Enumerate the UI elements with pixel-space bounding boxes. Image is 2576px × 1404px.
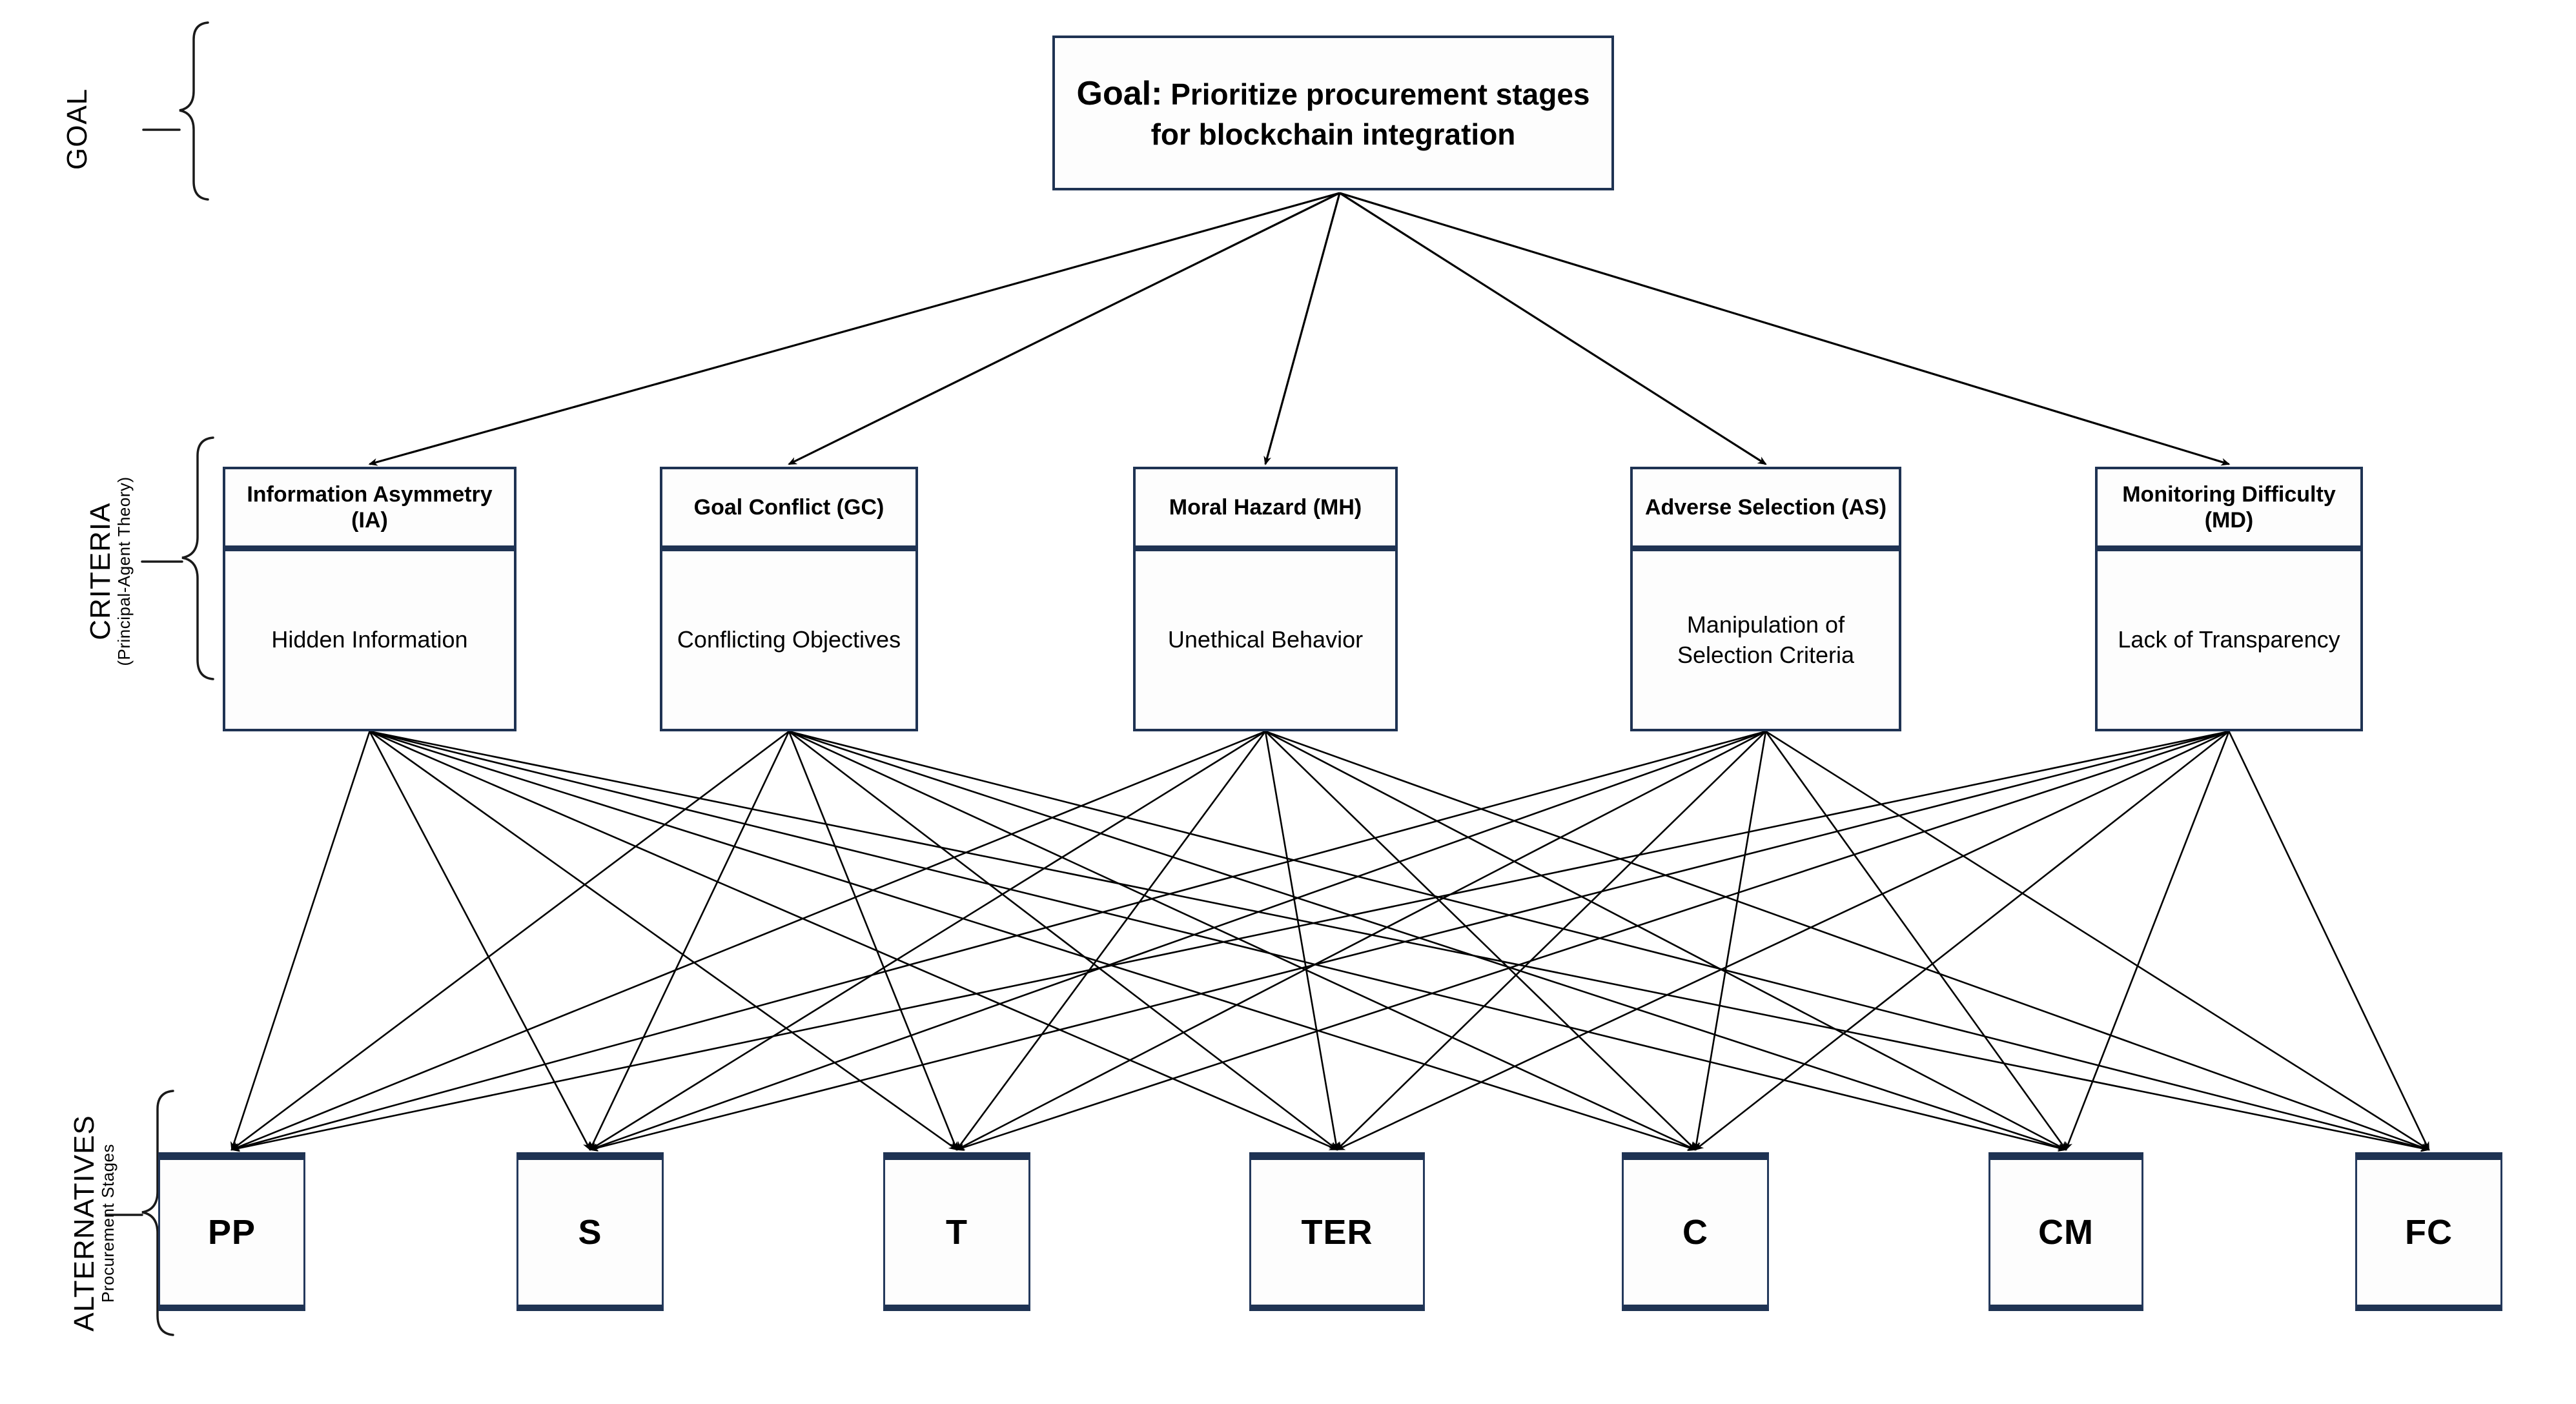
tier-label-criteria-sub: (Principal-Agent Theory) — [114, 476, 134, 666]
tier-label-criteria-main: CRITERIA — [85, 502, 117, 640]
goal-text: Goal: Prioritize procurement stages for … — [1072, 72, 1595, 153]
criteria-box-as[interactable]: Adverse Selection (AS) Manipulation of S… — [1630, 467, 1901, 731]
criteria-header-ia: Information Asymmetry (IA) — [225, 469, 514, 551]
criteria-title-mh: Moral Hazard (MH) — [1169, 494, 1362, 520]
criteria-header-md: Monitoring Difficulty (MD) — [2098, 469, 2360, 551]
goal-statement: Prioritize procurement stages for blockc… — [1150, 77, 1590, 151]
alternative-label-s: S — [578, 1213, 602, 1252]
alternative-label-fc: FC — [2405, 1213, 2453, 1252]
alternative-box-ter[interactable]: TER — [1249, 1152, 1425, 1311]
alternative-box-t[interactable]: T — [883, 1152, 1030, 1311]
alternative-label-c: C — [1682, 1213, 1708, 1252]
criteria-box-ia[interactable]: Information Asymmetry (IA) Hidden Inform… — [223, 467, 516, 731]
alternative-label-pp: PP — [207, 1213, 256, 1252]
criteria-body-mh: Unethical Behavior — [1136, 551, 1395, 729]
criteria-sub-mh: Unethical Behavior — [1167, 626, 1364, 653]
alternative-box-c[interactable]: C — [1622, 1152, 1769, 1311]
criteria-header-gc: Goal Conflict (GC) — [662, 469, 915, 551]
criteria-body-as: Manipulation of Selection Criteria — [1633, 551, 1899, 729]
tier-label-goal-main: GOAL — [61, 88, 93, 170]
tier-label-alternatives-main: ALTERNATIVES — [68, 1115, 101, 1332]
criteria-body-md: Lack of Transparency — [2098, 551, 2360, 729]
tier-label-alternatives-sub: Procurement Stages — [98, 1144, 118, 1303]
tier-label-criteria: CRITERIA (Principal-Agent Theory) — [74, 426, 145, 717]
goal-box[interactable]: Goal: Prioritize procurement stages for … — [1052, 36, 1614, 190]
brace-goal — [179, 21, 209, 201]
criteria-title-gc: Goal Conflict (GC) — [693, 494, 884, 520]
alternative-box-s[interactable]: S — [516, 1152, 664, 1311]
criteria-body-ia: Hidden Information — [225, 551, 514, 729]
criteria-header-as: Adverse Selection (AS) — [1633, 469, 1899, 551]
criteria-header-mh: Moral Hazard (MH) — [1136, 469, 1395, 551]
criteria-title-md: Monitoring Difficulty (MD) — [2122, 482, 2336, 533]
criteria-sub-gc: Conflicting Objectives — [677, 626, 901, 653]
criteria-box-mh[interactable]: Moral Hazard (MH) Unethical Behavior — [1133, 467, 1398, 731]
criteria-title-as: Adverse Selection (AS) — [1644, 494, 1887, 520]
goal-lead-label: Goal: — [1076, 75, 1163, 113]
alternative-label-ter: TER — [1301, 1213, 1373, 1252]
tier-label-alternatives: ALTERNATIVES Procurement Stages — [58, 1043, 129, 1404]
alternative-label-t: T — [946, 1213, 968, 1252]
criteria-body-gc: Conflicting Objectives — [662, 551, 915, 729]
brace-criteria — [181, 436, 214, 680]
criteria-sub-md: Lack of Transparency — [2118, 626, 2340, 653]
criteria-box-gc[interactable]: Goal Conflict (GC) Conflicting Objective… — [660, 467, 918, 731]
alternative-box-pp[interactable]: PP — [158, 1152, 305, 1311]
alternative-box-fc[interactable]: FC — [2355, 1152, 2502, 1311]
alternative-label-cm: CM — [2038, 1213, 2094, 1252]
criteria-box-md[interactable]: Monitoring Difficulty (MD) Lack of Trans… — [2095, 467, 2363, 731]
criteria-title-ia: Information Asymmetry (IA) — [247, 482, 493, 533]
criteria-sub-ia: Hidden Information — [271, 626, 468, 653]
criteria-sub-as: Manipulation of Selection Criteria — [1677, 611, 1855, 668]
tier-label-goal: GOAL — [26, 65, 129, 194]
alternative-box-cm[interactable]: CM — [1988, 1152, 2143, 1311]
